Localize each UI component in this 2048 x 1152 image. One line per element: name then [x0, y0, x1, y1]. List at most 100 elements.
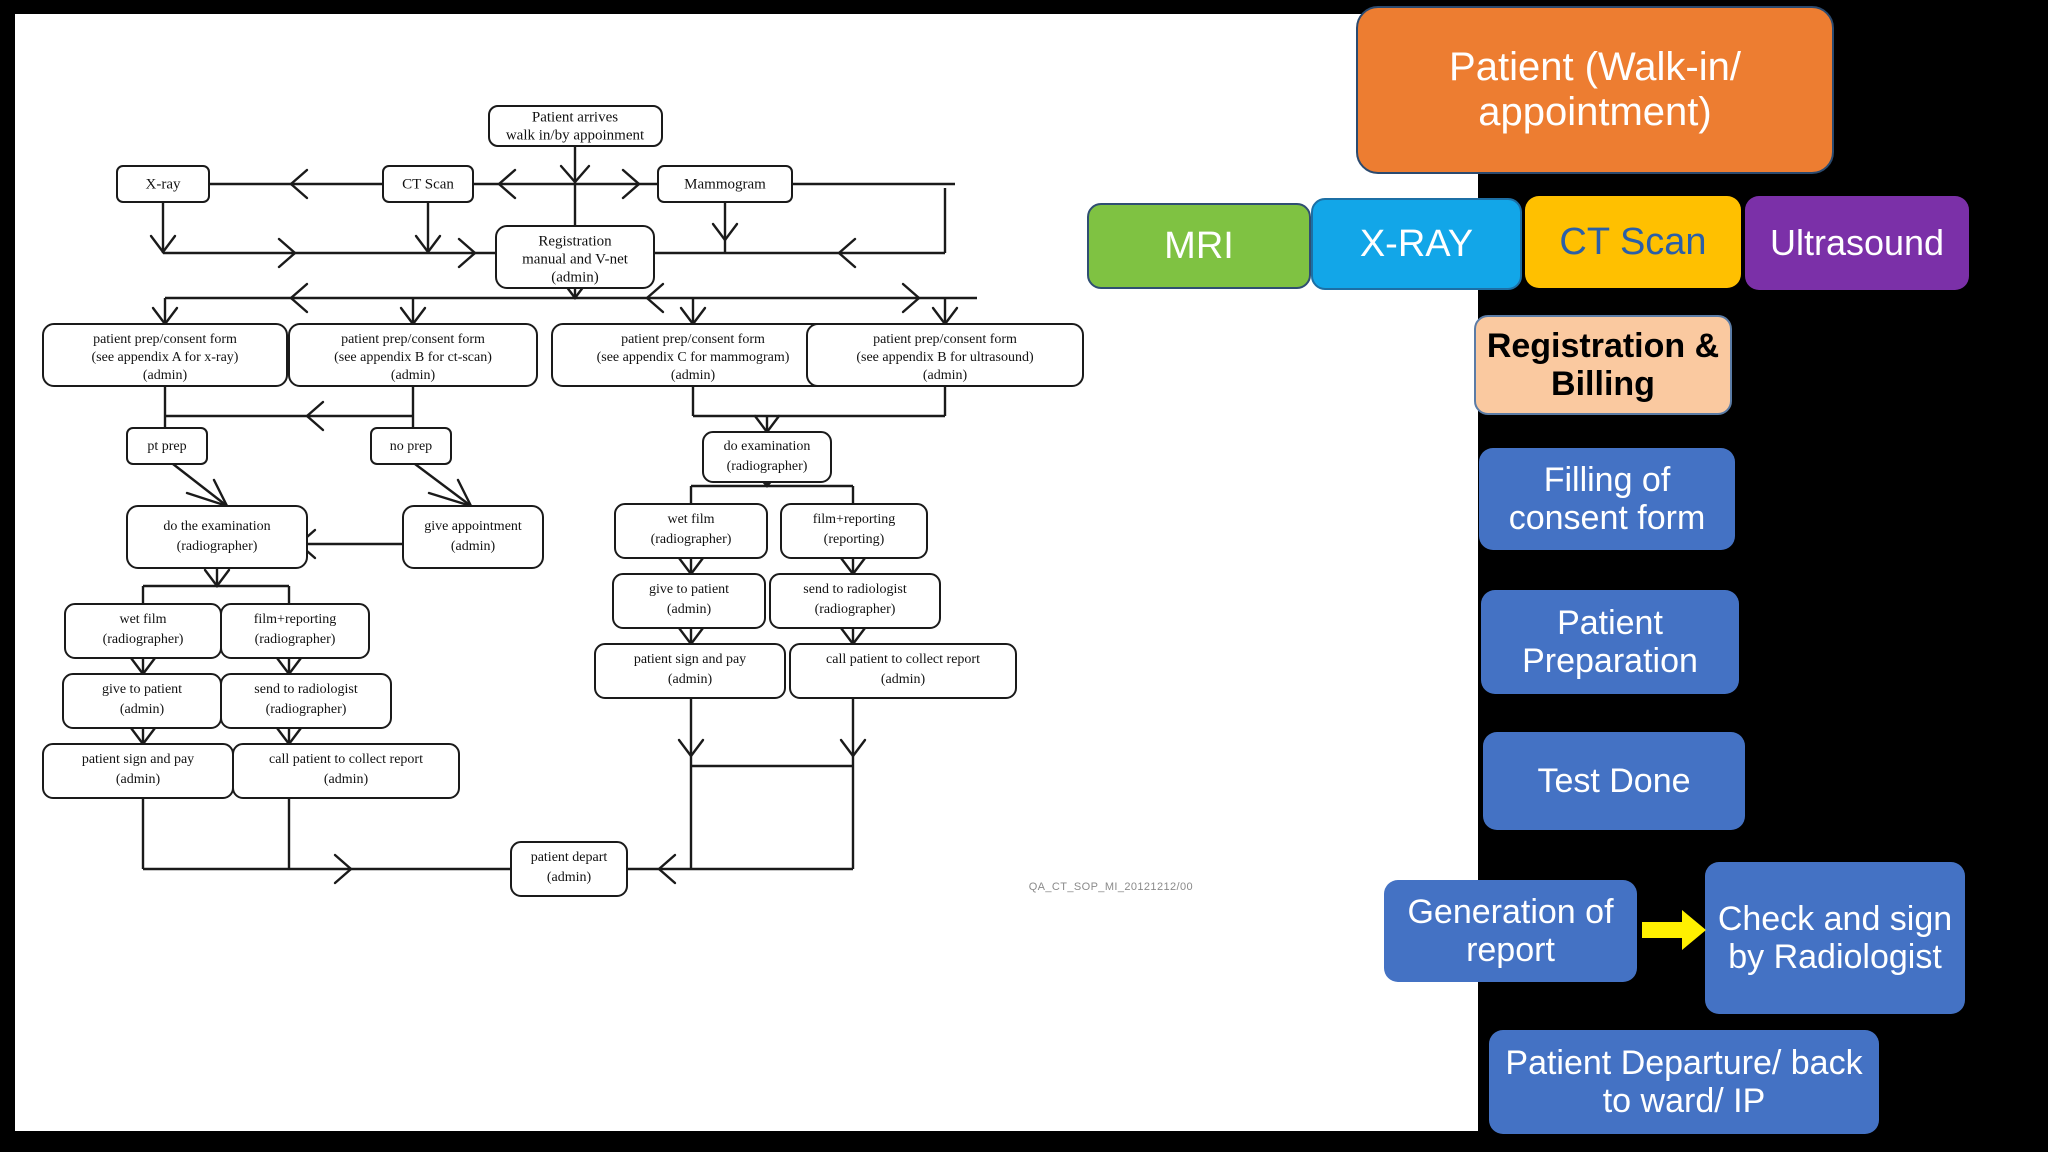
- process-block-label: Registration & Billing: [1486, 326, 1720, 403]
- node-text: (admin): [451, 539, 496, 554]
- node-text: patient sign and pay: [82, 752, 194, 767]
- process-block-label: Patient Departure/ back to ward/ IP: [1505, 1043, 1863, 1120]
- process-block-test-done[interactable]: Test Done: [1483, 732, 1745, 830]
- node-text: patient prep/consent form: [93, 332, 237, 347]
- node-text: (admin): [120, 702, 165, 717]
- flowchart-node-consent-xray: patient prep/consent form (see appendix …: [42, 323, 288, 387]
- process-block-label: CT Scan: [1559, 220, 1707, 263]
- process-block-label: MRI: [1164, 224, 1234, 267]
- node-text: (see appendix B for ct-scan): [334, 350, 492, 365]
- node-text: (radiographer): [103, 632, 184, 647]
- process-block-check-sign-radiologist[interactable]: Check and sign by Radiologist: [1705, 862, 1965, 1014]
- node-text: give to patient: [649, 582, 729, 597]
- node-text: (admin): [671, 368, 716, 383]
- node-text: film+reporting: [254, 612, 337, 627]
- process-block-modality-mri[interactable]: MRI: [1087, 203, 1311, 289]
- flowchart-node-no-prep: no prep: [370, 427, 452, 465]
- flowchart-node-give-patient-right: give to patient (admin): [612, 573, 766, 629]
- node-text: Mammogram: [684, 176, 766, 192]
- process-block-generation-of-report[interactable]: Generation of report: [1384, 880, 1637, 982]
- node-text: film+reporting: [813, 512, 896, 527]
- process-block-label: Generation of report: [1407, 892, 1614, 969]
- flowchart-node-do-exam-right: do examination (radiographer): [702, 431, 832, 483]
- node-text: (radiographer): [815, 602, 896, 617]
- process-block-label: Ultrasound: [1769, 221, 1945, 263]
- node-text: CT Scan: [402, 176, 454, 192]
- flowchart-node-do-exam-left: do the examination (radiographer): [126, 505, 308, 569]
- yellow-right-arrow-icon: [1642, 910, 1706, 950]
- node-text: Patient arrives: [532, 109, 618, 125]
- node-text: (radiographer): [255, 632, 336, 647]
- flowchart-node-mammogram: Mammogram: [657, 165, 793, 203]
- node-text: send to radiologist: [803, 582, 907, 597]
- node-text: give to patient: [102, 682, 182, 697]
- node-text: (admin): [668, 672, 713, 687]
- node-text: walk in/by appoinment: [506, 127, 645, 143]
- flowchart-svg: Patient arrives walk in/by appoinment X-…: [42, 105, 1193, 897]
- node-text: (admin): [143, 368, 188, 383]
- node-text: (radiographer): [651, 532, 732, 547]
- node-text: (radiographer): [177, 539, 258, 554]
- process-block-registration-billing[interactable]: Registration & Billing: [1474, 315, 1732, 415]
- document-code: QA_CT_SOP_MI_20121212/00: [1029, 881, 1193, 893]
- flowchart-node-pt-prep: pt prep: [126, 427, 208, 465]
- node-text: do examination: [724, 439, 811, 454]
- node-text: patient prep/consent form: [621, 332, 765, 347]
- node-text: manual and V-net: [522, 251, 629, 267]
- process-block-label: Patient (Walk-in/ appointment): [1449, 45, 1741, 134]
- node-text: (see appendix C for mammogram): [597, 350, 790, 365]
- process-block-modality-xray[interactable]: X-RAY: [1311, 198, 1522, 290]
- node-text: give appointment: [424, 519, 522, 534]
- flowchart-node-give-appointment: give appointment (admin): [402, 505, 544, 569]
- flowchart-node-registration: Registration manual and V-net (admin): [495, 225, 655, 289]
- node-text: patient sign and pay: [634, 652, 746, 667]
- process-block-label: Check and sign by Radiologist: [1717, 899, 1953, 976]
- flowchart-node-call-collect-right: call patient to collect report (admin): [789, 643, 1017, 699]
- flowchart-node-sign-pay-left: patient sign and pay (admin): [42, 743, 234, 799]
- process-block-label: Patient Preparation: [1522, 603, 1698, 680]
- node-text: do the examination: [163, 519, 270, 534]
- flowchart-node-film-reporting-left: film+reporting (radiographer): [220, 603, 370, 659]
- flowchart-node-ctscan: CT Scan: [382, 165, 474, 203]
- flowchart-node-depart: patient depart (admin): [510, 841, 628, 897]
- node-text: (admin): [667, 602, 712, 617]
- flowchart-node-consent-ultrasound: patient prep/consent form (see appendix …: [806, 323, 1084, 387]
- node-text: (admin): [391, 368, 436, 383]
- node-text: (admin): [881, 672, 926, 687]
- node-text: send to radiologist: [254, 682, 358, 697]
- flowchart-node-send-radiologist-left: send to radiologist (radiographer): [220, 673, 392, 729]
- node-text: no prep: [390, 439, 432, 454]
- node-text: (admin): [547, 870, 592, 885]
- node-text: patient depart: [531, 850, 608, 865]
- process-block-modality-ct[interactable]: CT Scan: [1525, 196, 1741, 288]
- node-text: call patient to collect report: [269, 752, 423, 767]
- node-text: call patient to collect report: [826, 652, 980, 667]
- node-text: wet film: [119, 612, 166, 627]
- process-block-label: Test Done: [1537, 761, 1691, 800]
- flowchart-node-film-reporting-right: film+reporting (reporting): [780, 503, 928, 559]
- flowchart-node-consent-mammogram: patient prep/consent form (see appendix …: [551, 323, 835, 387]
- flowchart-node-send-radiologist-right: send to radiologist (radiographer): [769, 573, 941, 629]
- process-block-consent-form[interactable]: Filling of consent form: [1479, 448, 1735, 550]
- flowchart-node-call-collect-left: call patient to collect report (admin): [232, 743, 460, 799]
- process-block-patient-preparation[interactable]: Patient Preparation: [1481, 590, 1739, 694]
- node-text: (see appendix A for x-ray): [92, 350, 239, 365]
- process-block-modality-ultrasound[interactable]: Ultrasound: [1745, 196, 1969, 290]
- node-text: (reporting): [824, 532, 885, 547]
- flowchart-node-consent-ct: patient prep/consent form (see appendix …: [288, 323, 538, 387]
- flowchart-node-arrive: Patient arrives walk in/by appoinment: [488, 105, 663, 147]
- node-text: (admin): [116, 772, 161, 787]
- node-text: (admin): [923, 368, 968, 383]
- flowchart-node-sign-pay-right: patient sign and pay (admin): [594, 643, 786, 699]
- flowchart-panel: Patient arrives walk in/by appoinment X-…: [15, 14, 1478, 1131]
- node-text: (admin): [324, 772, 369, 787]
- flowchart-node-give-patient-left: give to patient (admin): [62, 673, 222, 729]
- flowchart-node-wet-film-right: wet film (radiographer): [614, 503, 768, 559]
- node-text: (radiographer): [266, 702, 347, 717]
- process-block-patient[interactable]: Patient (Walk-in/ appointment): [1356, 6, 1834, 174]
- node-text: pt prep: [147, 439, 186, 454]
- flowchart-node-xray: X-ray: [116, 165, 210, 203]
- process-block-patient-departure[interactable]: Patient Departure/ back to ward/ IP: [1489, 1030, 1879, 1134]
- flowchart-node-wet-film-left: wet film (radiographer): [64, 603, 222, 659]
